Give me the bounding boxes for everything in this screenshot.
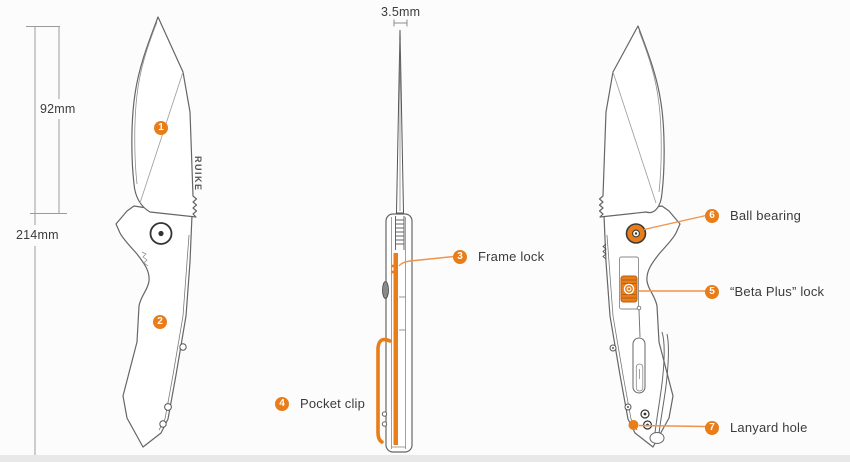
frame-lock-detent [391, 270, 394, 274]
blade-edge-bevel-front [134, 21, 158, 185]
brand-logo: RUIKE [193, 156, 203, 192]
callout-ball-bearing: 6 Ball bearing [705, 208, 801, 223]
handle-screw-dot [612, 347, 614, 349]
callout-7-label: Lanyard hole [730, 420, 808, 435]
callout-4-label: Pocket clip [300, 396, 366, 411]
beta-plus-lock-slider [620, 275, 638, 303]
thumb-stud-spine [382, 281, 389, 299]
pocket-clip-spine [376, 337, 392, 444]
pocket-clip-foot [649, 432, 665, 444]
callout-beta-plus-lock: 5 “Beta Plus” lock [705, 284, 824, 299]
lanyard-hole-front [159, 420, 167, 428]
callout-pocket-clip: 4 Pocket clip [275, 396, 365, 411]
clip-screw [381, 421, 388, 427]
blade-outline-front [131, 16, 198, 218]
pivot-screw-center [158, 230, 164, 237]
lanyard-hole-dot [628, 420, 639, 430]
blade-edge-bevel-back [638, 30, 662, 193]
footer-bar [0, 455, 850, 462]
knife-spine-view [376, 29, 413, 453]
callout-4-badge: 4 [275, 396, 289, 411]
callout-6-label: Ball bearing [730, 208, 802, 223]
callout-connectors [398, 214, 707, 428]
ball-bearing-pivot-dot [634, 232, 638, 235]
handle-hole [179, 343, 187, 351]
marker-1-blade: 1 [154, 121, 168, 135]
frame-lock-detent [391, 264, 394, 268]
callout-6-badge: 6 [705, 208, 719, 223]
tang-jimping [395, 216, 405, 250]
callout-7-badge: 7 [705, 420, 719, 435]
handle-screw-dot [627, 406, 629, 408]
blade-outline-back [598, 25, 665, 218]
pocket-clip-back [654, 331, 665, 434]
ball-bearing-connector [643, 214, 707, 231]
blade-grind-line-back [612, 71, 657, 204]
callout-3-label: Frame lock [478, 249, 545, 264]
frame-lock-bar [393, 253, 398, 445]
callout-5-label: “Beta Plus” lock [730, 284, 825, 299]
blade-length-label: 92mm [40, 102, 76, 116]
callout-lanyard-hole: 7 Lanyard hole [705, 420, 808, 435]
butt-screw-dot [643, 412, 647, 416]
callout-frame-lock: 3 Frame lock [453, 249, 544, 264]
knife-back-view [598, 25, 681, 448]
pocket-clip-back [658, 333, 669, 435]
blade-grind-line-front [139, 71, 184, 204]
lock-rod-cap [636, 305, 642, 311]
frame-lock-connector [398, 255, 455, 267]
callout-5-badge: 5 [705, 284, 719, 299]
dimension-lines [26, 26, 67, 459]
overall-length-label: 214mm [16, 228, 59, 242]
callout-3-badge: 3 [453, 249, 467, 264]
finger-groove-serration [141, 251, 149, 267]
blade-thickness-label: 3.5mm [381, 5, 421, 19]
lock-rod [638, 309, 641, 338]
clip-screw [381, 411, 388, 417]
knife-front-view: RUIKE [115, 16, 203, 448]
lanyard-hole-connector [638, 424, 707, 428]
marker-2-handle: 2 [153, 315, 167, 329]
handle-hole [164, 403, 172, 411]
tang-jimping-back [602, 243, 607, 260]
thickness-bracket [393, 19, 408, 27]
handle-outline-spine [385, 213, 413, 453]
